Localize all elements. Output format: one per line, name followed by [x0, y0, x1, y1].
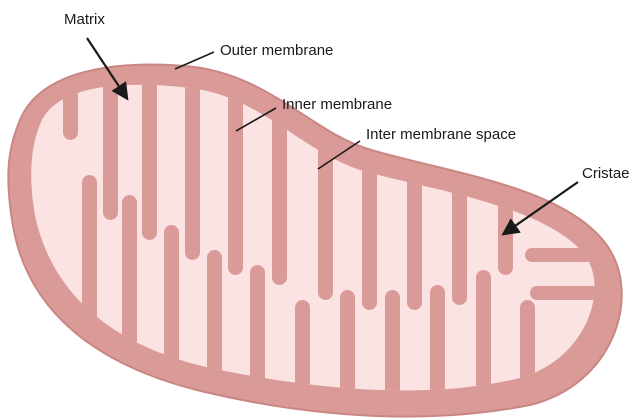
crista-fold	[63, 60, 78, 140]
crista-fold	[142, 60, 157, 240]
label-inner-membrane: Inner membrane	[282, 96, 392, 113]
label-outer-membrane: Outer membrane	[220, 42, 333, 59]
label-matrix: Matrix	[64, 11, 105, 28]
crista-fold	[185, 60, 200, 260]
crista-fold	[362, 150, 377, 310]
crista-fold	[430, 285, 445, 405]
label-cristae: Cristae	[582, 165, 630, 182]
label-inter-membrane-space: Inter membrane space	[366, 126, 516, 143]
crista-fold	[476, 270, 491, 400]
